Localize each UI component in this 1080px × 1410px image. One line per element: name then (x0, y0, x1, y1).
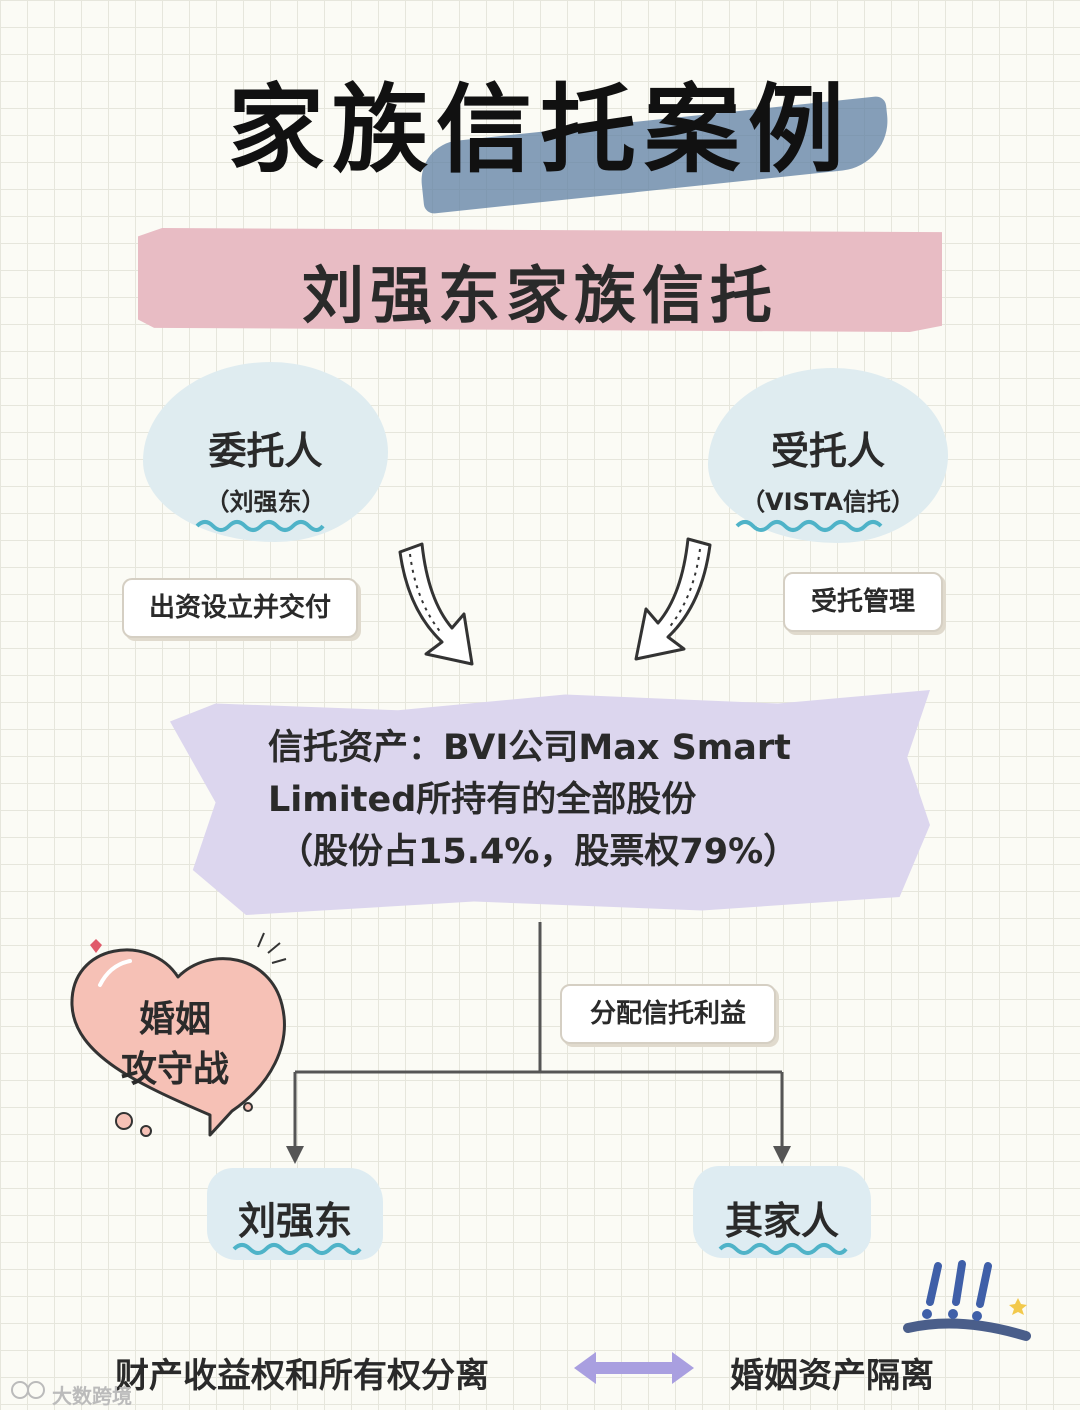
watermark-logo-icon (10, 1378, 50, 1402)
badge-line2: 攻守战 (100, 1040, 250, 1092)
double-arrow-icon (574, 1350, 694, 1386)
exclamation-icon (900, 1258, 1040, 1348)
distribute-tag: 分配信托利益 (560, 984, 776, 1044)
beneficiary-right: 其家人 (693, 1190, 871, 1245)
footer-left-text: 财产收益权和所有权分离 (115, 1348, 489, 1397)
beneficiary-left: 刘强东 (207, 1190, 383, 1245)
beneficiary-right-wave (718, 1240, 848, 1258)
badge-line1: 婚姻 (110, 990, 240, 1042)
footer-right-text: 婚姻资产隔离 (730, 1348, 934, 1397)
beneficiary-left-wave (232, 1240, 362, 1258)
watermark-text: 大数跨境 (52, 1380, 132, 1409)
